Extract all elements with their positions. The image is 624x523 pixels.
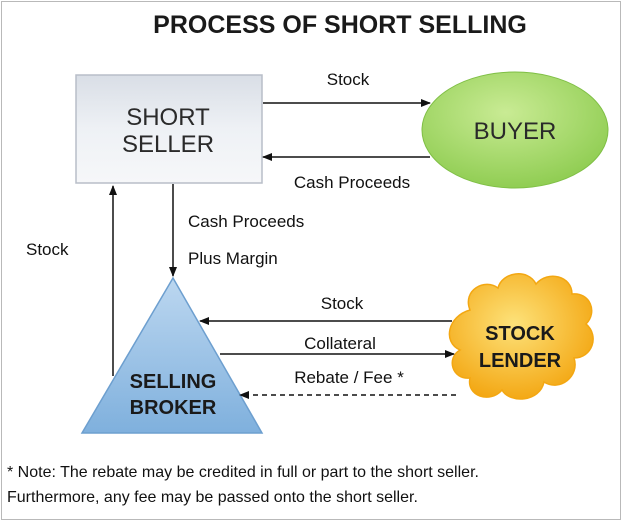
footnote-line1: * Note: The rebate may be credited in fu… — [7, 464, 479, 481]
buyer-label: BUYER — [474, 118, 557, 145]
label-buyer-to-seller: Cash Proceeds — [294, 173, 410, 192]
stock-lender-label-line2: LENDER — [479, 350, 562, 372]
selling-broker-label-line1: SELLING — [130, 371, 217, 393]
buyer-node: BUYER — [421, 71, 609, 189]
label-seller-to-broker-line2: Plus Margin — [188, 249, 278, 268]
selling-broker-node: SELLING BROKER — [80, 276, 264, 434]
label-lender-to-broker: Stock — [321, 294, 364, 313]
label-seller-to-broker-line1: Cash Proceeds — [188, 212, 304, 231]
stock-lender-node: STOCK LENDER — [448, 273, 594, 400]
footnote: * Note: The rebate may be credited in fu… — [7, 460, 619, 510]
short-seller-label-line2: SELLER — [122, 131, 214, 158]
label-broker-to-seller: Stock — [26, 240, 69, 259]
selling-broker-label-line2: BROKER — [130, 397, 217, 419]
short-seller-node: SHORT SELLER — [75, 74, 263, 184]
label-rebate-fee: Rebate / Fee * — [294, 368, 404, 387]
stock-lender-label-line1: STOCK — [485, 323, 555, 345]
label-broker-to-lender: Collateral — [304, 334, 376, 353]
footnote-line2: Furthermore, any fee may be passed onto … — [7, 489, 418, 506]
short-seller-label-line1: SHORT — [126, 104, 210, 131]
diagram-title: PROCESS OF SHORT SELLING — [153, 11, 527, 39]
label-seller-to-buyer: Stock — [327, 70, 370, 89]
